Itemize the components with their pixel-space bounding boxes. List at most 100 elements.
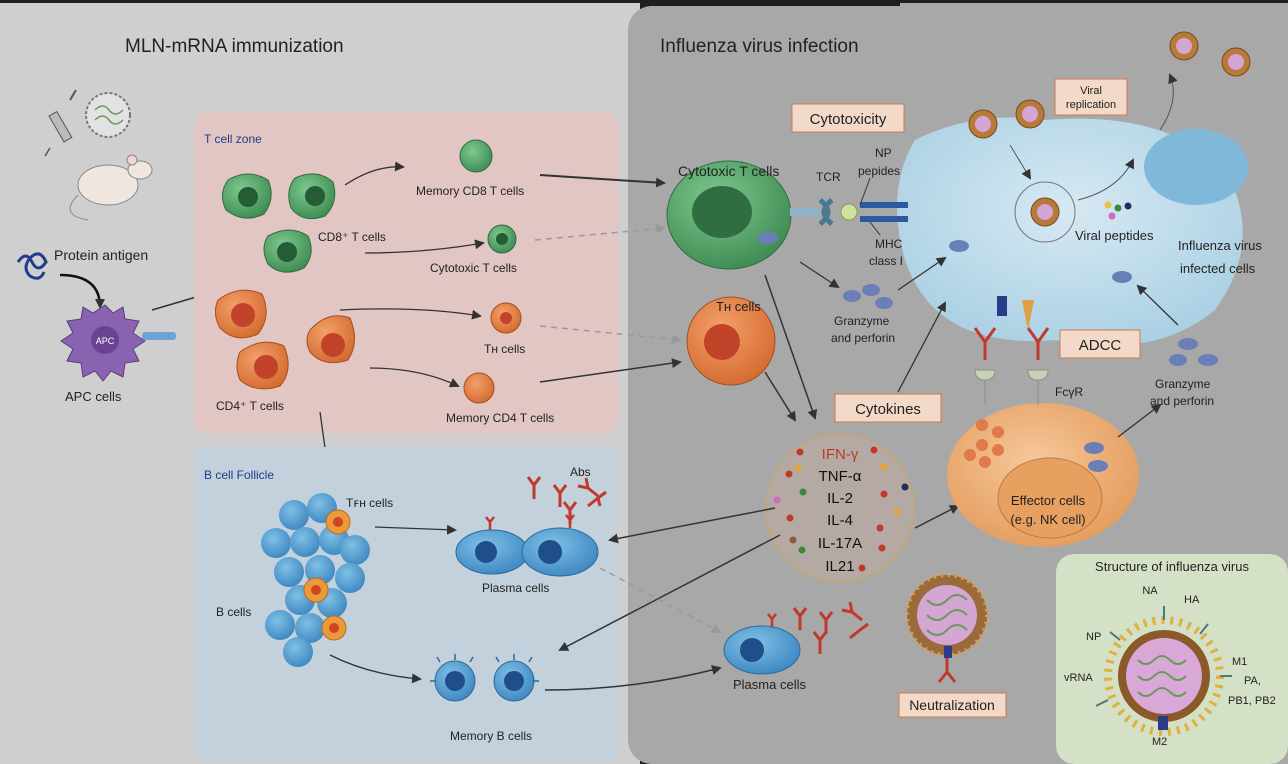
- arrow-effector-to-granzyme: [1117, 403, 1162, 438]
- arrow-memcd4-to-th: [539, 358, 682, 383]
- arrow-to-memory-cd8: [344, 161, 405, 186]
- b-cell-follicle-title: B cell Follicle: [204, 468, 274, 482]
- arrow-cytokines-to-cell: [897, 301, 946, 393]
- structure-ha: HA: [1184, 594, 1200, 606]
- cytokine-il17a: IL-17A: [818, 535, 862, 552]
- granzyme2-label-1: Granzyme: [1155, 377, 1211, 391]
- cytotoxic-t-label-left: Cytotoxic T cells: [430, 261, 517, 275]
- th-cells-label-right: Tʜ cells: [716, 299, 761, 314]
- cytokine-il4: IL-4: [827, 512, 853, 529]
- arrow-ctl-to-granzyme: [799, 261, 840, 289]
- mhc-pointer: [869, 221, 881, 236]
- tcr-mhc-complex: [790, 198, 908, 226]
- cd8-t-cells-label: CD8⁺ T cells: [318, 230, 386, 244]
- antibody-icons-right: [792, 601, 869, 654]
- syringe-icon: [44, 89, 77, 157]
- structure-pb: PB1, PB2: [1228, 695, 1276, 707]
- granzyme2-label-2: and perforin: [1150, 394, 1214, 408]
- effector-label-2: (e.g. NK cell): [1010, 512, 1085, 527]
- cd4-t-cells-label: CD4⁺ T cells: [216, 399, 284, 413]
- arrow-ctl-to-cytokines: [764, 274, 818, 420]
- arrow-to-memory-cd4: [369, 367, 460, 388]
- mouse-icon: [69, 154, 153, 221]
- cytokine-il2: IL-2: [827, 490, 853, 507]
- granzyme1-label-2: and perforin: [831, 331, 895, 345]
- fcgr-label: FcγR: [1055, 385, 1083, 399]
- abs-label: Abs: [570, 465, 591, 479]
- arrow-plasma-dashed: [599, 567, 722, 633]
- arrow-to-memory-b: [329, 654, 422, 684]
- structure-pa: PA,: [1244, 675, 1261, 687]
- lipid-nanoparticle-icon: [85, 92, 131, 138]
- influenza-virus-structure-icon: [1095, 606, 1232, 736]
- memory-cd4-label: Memory CD4 T cells: [446, 411, 554, 425]
- arrow-th-dashed: [539, 325, 682, 345]
- arrow-th-to-cytokines: [764, 371, 797, 422]
- infected-cells-label-1: Influenza virus: [1178, 238, 1262, 253]
- structure-m2: M2: [1152, 736, 1167, 748]
- arrow-to-cytotoxic: [364, 239, 485, 254]
- neutralization-box: [898, 692, 1007, 718]
- apc-cells-label: APC cells: [65, 389, 122, 404]
- cytokines-box: [834, 393, 942, 423]
- granzyme-vesicles-1: [843, 284, 893, 309]
- cytokine-dots: [773, 446, 909, 572]
- replication-arrow-1: [1077, 158, 1134, 201]
- structure-na: NA: [1142, 585, 1158, 597]
- virus-particle-icons: [968, 31, 1251, 227]
- plasma-cells-left-label: Plasma cells: [482, 581, 549, 595]
- tfh-cells-label: Tꜰʜ cells: [346, 496, 393, 510]
- cytokines-box-label: Cytokines: [855, 401, 921, 418]
- arrow-cytokines-to-effector: [914, 505, 960, 529]
- memory-b-label: Memory B cells: [450, 729, 532, 743]
- cytotoxic-t-label-right: Cytotoxic T cells: [678, 163, 779, 179]
- viral-peptide-dots: [1104, 201, 1132, 220]
- endosome: [1014, 181, 1076, 243]
- structure-m1: M1: [1232, 656, 1247, 668]
- cytokine-tnf: TNF-α: [819, 468, 862, 485]
- cd4-t-cells: [214, 289, 355, 390]
- np-pointer: [859, 177, 871, 206]
- memory-cd8-cell: [459, 139, 493, 173]
- antibody-icons-left: [526, 476, 607, 524]
- cd8-t-cells: [222, 173, 336, 273]
- cytotoxicity-box: [791, 103, 905, 133]
- replication-arrow-2: [1159, 73, 1178, 131]
- neutralization-virus-icon: [905, 573, 989, 683]
- arrow-memcd8-to-ctl: [539, 174, 666, 188]
- structure-title: Structure of influenza virus: [1095, 559, 1249, 574]
- arrow-cytokines-to-plasma: [608, 507, 776, 544]
- infected-cells-label-2: infected cells: [1180, 261, 1256, 276]
- b-cells-label: B cells: [216, 605, 251, 619]
- protein-antigen-icon: [16, 252, 48, 280]
- viral-peptides-label: Viral peptides: [1075, 228, 1154, 243]
- np-peptides-label-2: pepides: [858, 164, 900, 178]
- granzyme-vesicles-2: [949, 240, 1218, 366]
- arrow-cytokines-to-memory-b: [558, 534, 781, 651]
- protein-antigen-label: Protein antigen: [54, 247, 148, 263]
- cytokine-ifn: IFN-γ: [822, 446, 859, 463]
- b-cell-cluster: [261, 493, 370, 667]
- adcc-label: ADCC: [1079, 337, 1122, 354]
- viral-replication-label-1: Viral: [1080, 85, 1102, 97]
- plasma-cells-right-label: Plasma cells: [733, 677, 806, 692]
- mhc-label-1: MHC: [875, 237, 903, 251]
- arrow-memb-to-plasma: [544, 665, 722, 691]
- cytokine-il21: IL21: [825, 558, 854, 575]
- viral-replication-box: [1054, 78, 1128, 116]
- plasma-cells-left: [455, 514, 599, 577]
- np-peptides-label-1: NP: [875, 146, 892, 160]
- virus-entry-arrow: [1009, 144, 1032, 180]
- arrow-to-th: [339, 308, 482, 320]
- arrow-to-plasma-left: [374, 524, 457, 535]
- arrow-granzyme-to-infected: [1136, 284, 1179, 326]
- tcr-label: TCR: [816, 170, 841, 184]
- cytokine-cloud: [765, 433, 915, 583]
- right-panel-title: Influenza virus infection: [660, 36, 859, 57]
- structure-np: NP: [1086, 631, 1101, 643]
- memory-cd4-cell: [463, 372, 495, 404]
- adcc-box: [1059, 329, 1141, 359]
- viral-replication-label-2: replication: [1066, 99, 1116, 111]
- apc-cell: [60, 304, 176, 382]
